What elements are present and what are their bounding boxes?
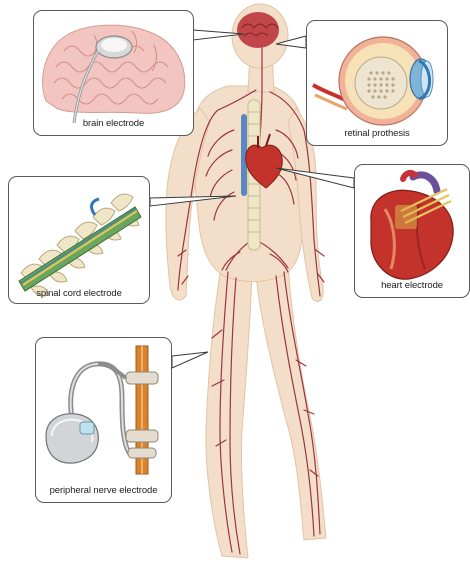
peripheral-nerve-electrode-label: peripheral nerve electrode: [36, 485, 171, 496]
peripheral-nerve-electrode-callout: peripheral nerve electrode: [35, 337, 172, 503]
brain-icon: [34, 11, 193, 135]
heart-electrode-label: heart electrode: [355, 280, 469, 291]
brain-electrode-label: brain electrode: [34, 118, 193, 129]
heart-electrode-callout: heart electrode: [354, 164, 470, 298]
spine-icon: [9, 177, 149, 303]
retinal-prosthesis-label: retinal prothesis: [307, 128, 447, 139]
peripheral-pointer: [172, 352, 208, 368]
brain-electrode-callout: brain electrode: [33, 10, 194, 136]
eye-icon: [307, 21, 447, 145]
spinal-cord-electrode-label: spinal cord electrode: [9, 288, 149, 299]
retinal-prosthesis-callout: retinal prothesis: [306, 20, 448, 146]
pulse-generator-icon: [36, 338, 171, 502]
spinal-cord-electrode-callout: spinal cord electrode: [8, 176, 150, 304]
heart-icon: [355, 165, 469, 297]
brain-in-head: [237, 12, 279, 48]
